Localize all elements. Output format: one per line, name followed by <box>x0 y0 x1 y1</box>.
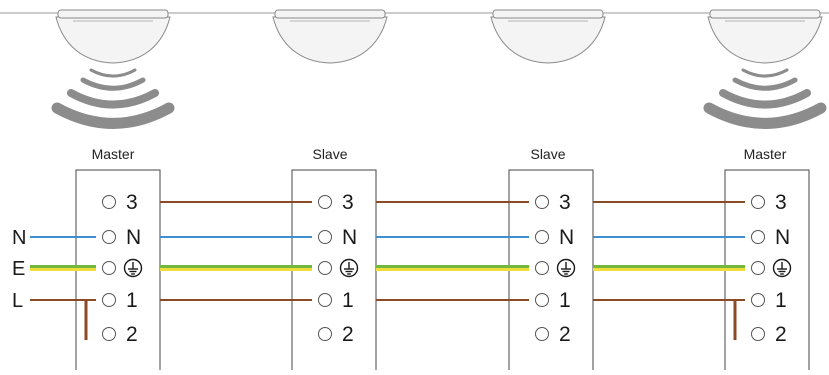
terminal-label: N <box>342 226 357 249</box>
earth-wire <box>30 265 96 271</box>
terminal: 1 <box>102 289 138 312</box>
supply-label-e: E <box>12 258 25 280</box>
signal-row <box>51 68 827 129</box>
wire-layer <box>30 201 745 340</box>
terminal-label: N <box>126 226 141 249</box>
terminal-label: 1 <box>126 289 138 312</box>
terminal-label: 1 <box>775 289 787 312</box>
ceiling-sensor-icon <box>272 9 388 64</box>
terminal-label: 1 <box>342 289 354 312</box>
supply-layer: NEL <box>12 227 26 312</box>
terminal-block <box>508 169 594 373</box>
terminal-label: 2 <box>126 323 138 346</box>
ceiling-sensor-icon <box>55 9 171 64</box>
terminal: 2 <box>751 323 787 346</box>
unit-label: Slave <box>312 146 347 162</box>
terminal-layer: 3N 1 2 3N 1 2 3N 1 2 3N 1 2 <box>102 191 792 346</box>
terminal: 1 <box>318 289 354 312</box>
wireless-signal-icon <box>51 68 175 129</box>
sensor-row <box>0 9 829 64</box>
earth-wire <box>593 265 745 271</box>
earth-ground-icon <box>556 258 576 278</box>
earth-ground-icon <box>123 258 143 278</box>
terminal-label: 2 <box>775 323 787 346</box>
terminal-block-row: Master Slave Slave Master <box>75 146 810 373</box>
terminal <box>751 258 792 278</box>
terminal: 2 <box>535 323 571 346</box>
terminal-label: 3 <box>126 191 138 214</box>
terminal-label: 2 <box>342 323 354 346</box>
earth-ground-icon <box>772 258 792 278</box>
terminal <box>102 258 143 278</box>
terminal <box>318 258 359 278</box>
terminal: N <box>535 226 574 249</box>
terminal <box>535 258 576 278</box>
terminal-label: N <box>775 226 790 249</box>
terminal-label: 2 <box>559 323 571 346</box>
terminal-label: 3 <box>342 191 354 214</box>
wireless-signal-icon <box>703 68 827 129</box>
terminal: 1 <box>535 289 571 312</box>
terminal-label: 1 <box>559 289 571 312</box>
earth-wire <box>160 265 312 271</box>
earth-ground-icon <box>339 258 359 278</box>
supply-label-l: L <box>12 290 23 312</box>
ceiling-sensor-icon <box>707 9 823 64</box>
unit-label: Master <box>744 146 787 162</box>
terminal: N <box>102 226 141 249</box>
terminal: 3 <box>102 191 138 214</box>
terminal-block <box>724 169 810 373</box>
terminal-label: N <box>559 226 574 249</box>
terminal-label: 3 <box>559 191 571 214</box>
unit-label: Slave <box>530 146 565 162</box>
terminal: N <box>318 226 357 249</box>
earth-wire <box>376 265 529 271</box>
terminal: N <box>751 226 790 249</box>
ceiling-sensor-icon <box>490 9 606 64</box>
unit-label: Master <box>92 146 135 162</box>
terminal: 2 <box>102 323 138 346</box>
terminal: 3 <box>751 191 787 214</box>
terminal: 3 <box>535 191 571 214</box>
terminal: 1 <box>751 289 787 312</box>
supply-label-n: N <box>12 227 26 249</box>
terminal: 3 <box>318 191 354 214</box>
terminal-label: 3 <box>775 191 787 214</box>
terminal: 2 <box>318 323 354 346</box>
